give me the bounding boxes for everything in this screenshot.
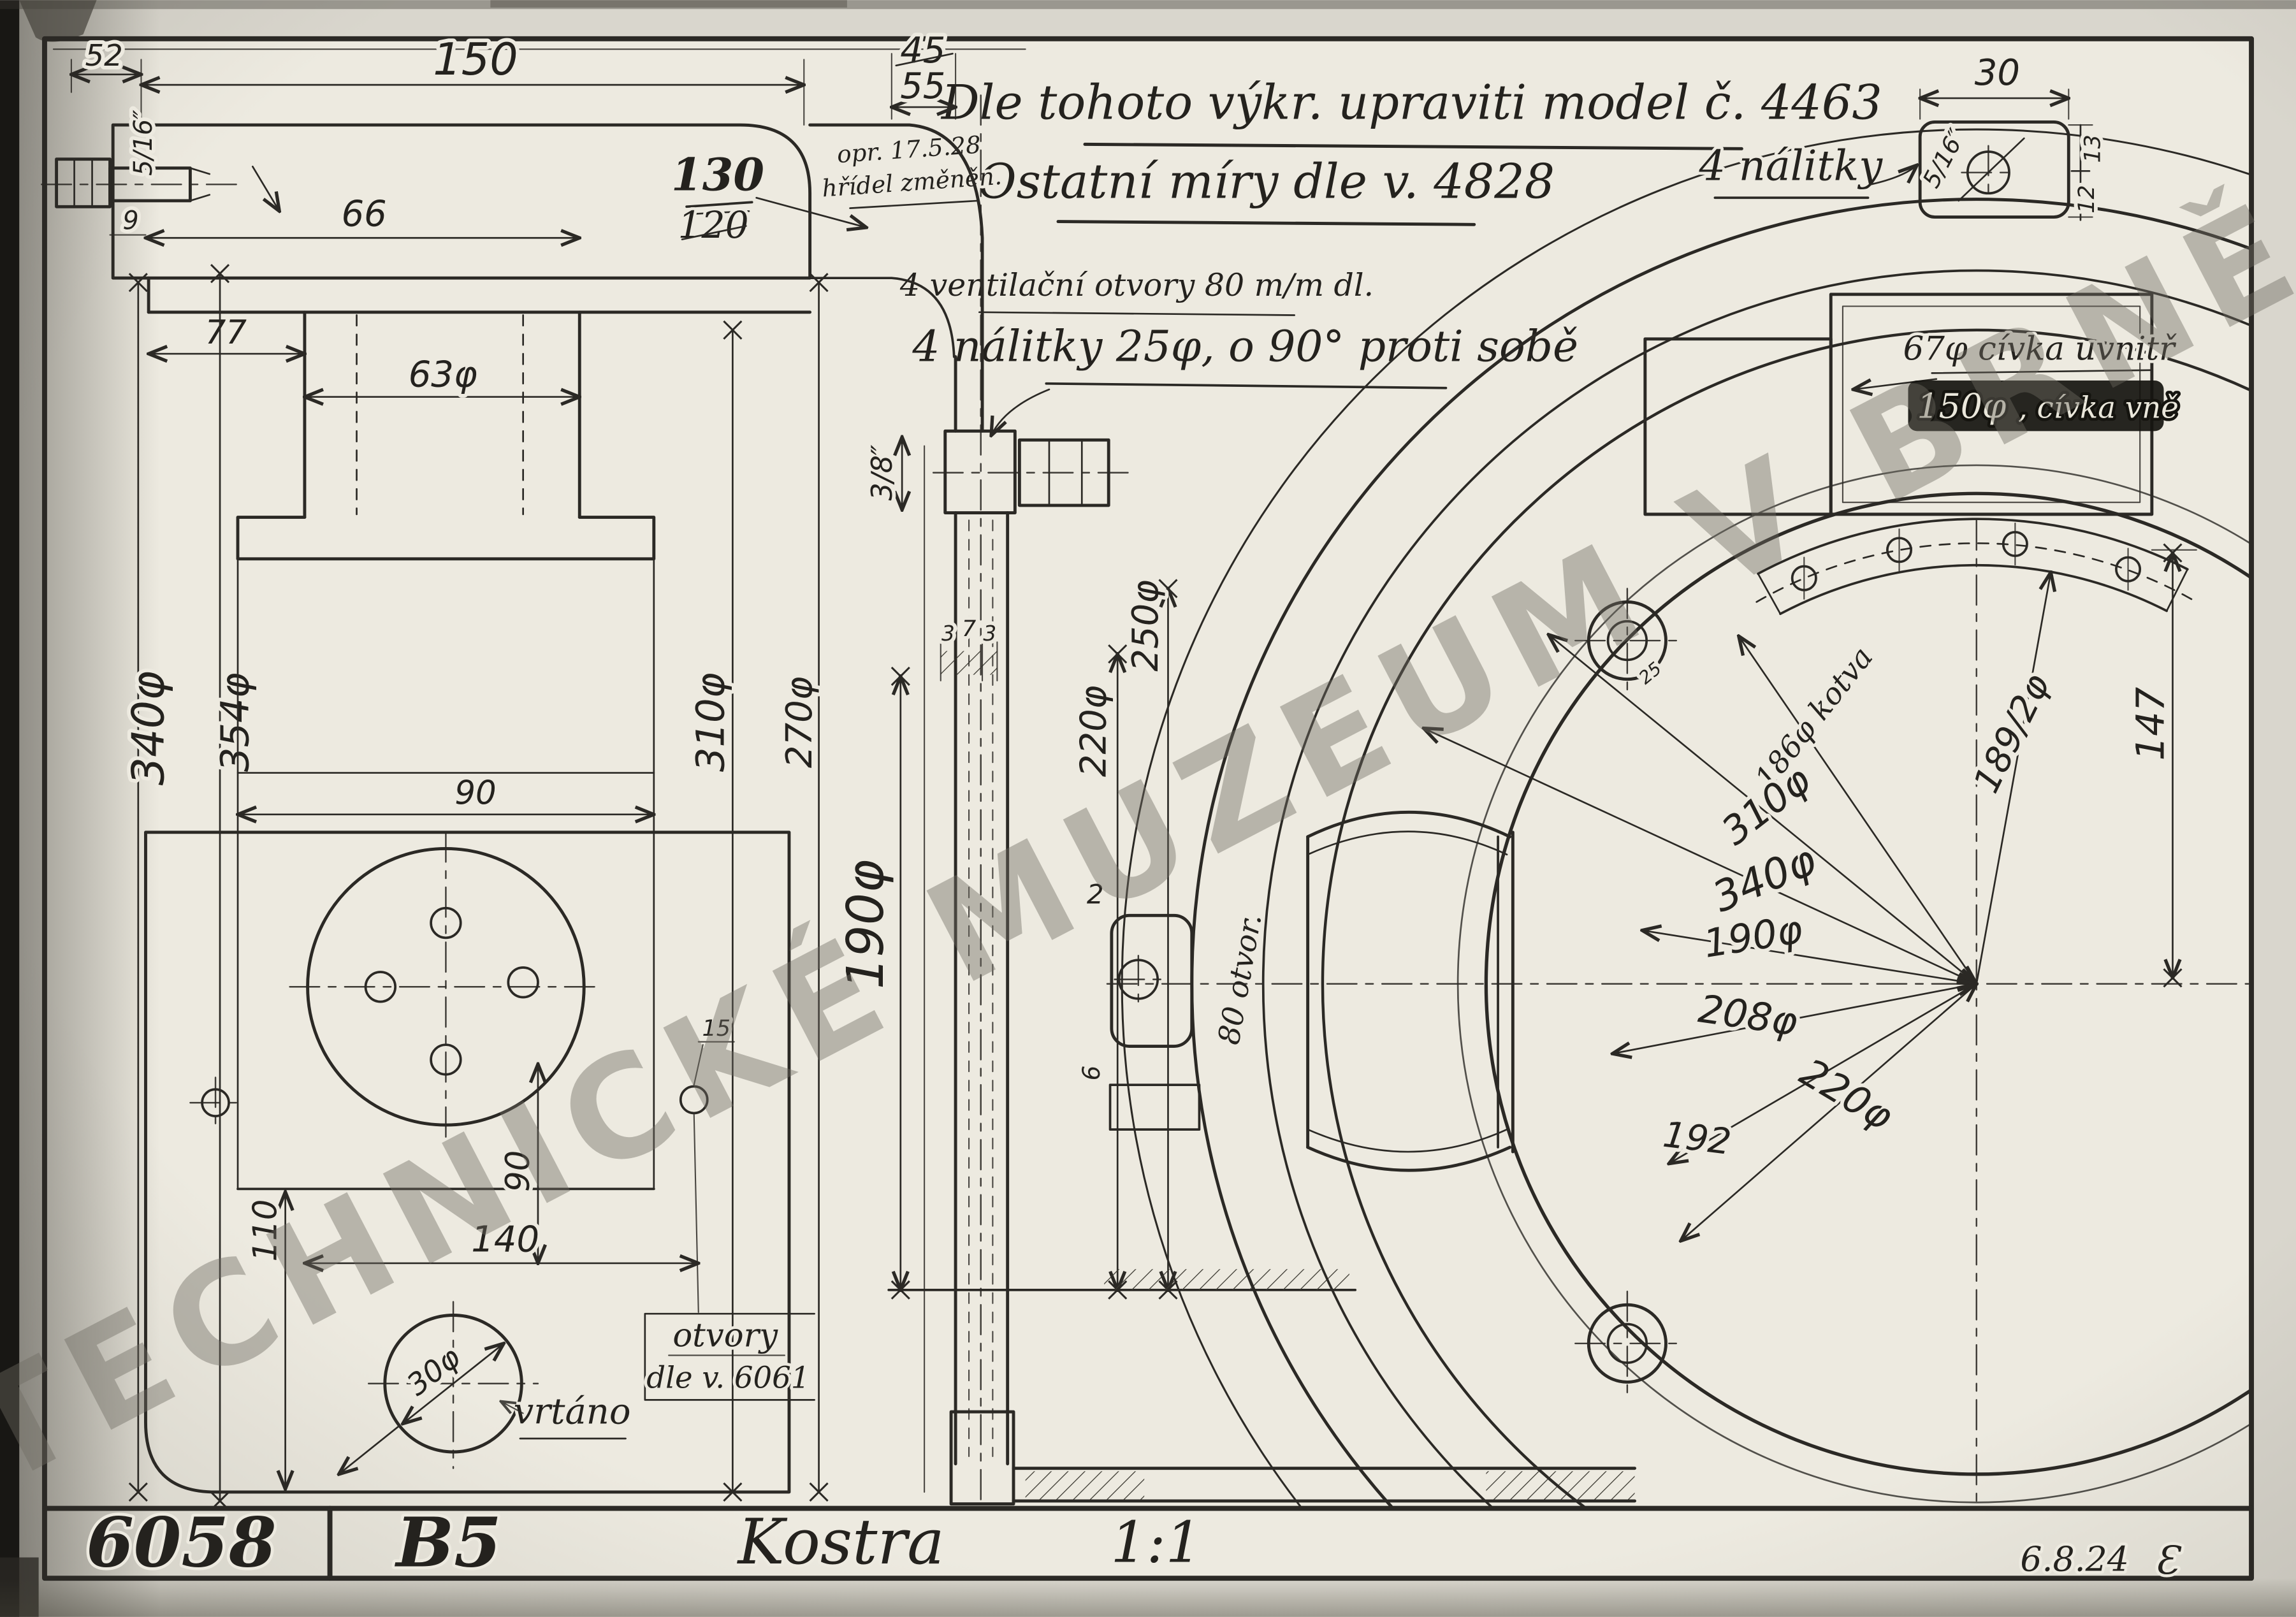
- note-holes-1: otvory: [672, 1316, 778, 1354]
- plan-section-view: 52 150 45 55 130 120 opr. 17.5.28 hřídel…: [41, 26, 1006, 1511]
- bolt-detail-left: [41, 157, 239, 208]
- dim-130: 130: [671, 149, 764, 201]
- drawing-title: Kostra: [736, 1506, 944, 1579]
- dim-250: 250φ: [1125, 580, 1166, 672]
- signature-mark: Ɛ: [2154, 1539, 2182, 1583]
- holes-note-box: otvory dle v. 6061: [644, 1113, 815, 1401]
- bolt-hole-lower: [1574, 1290, 1680, 1396]
- drawing-format: B5: [394, 1503, 501, 1583]
- strike-through-45: [895, 52, 954, 67]
- dim-120-struck: 120: [678, 203, 748, 247]
- dim-45-struck: 45: [900, 30, 945, 71]
- pedestal-profile: [147, 276, 812, 561]
- web-profile: 3 7 3: [924, 445, 1010, 1493]
- dim-63: 63φ: [409, 354, 477, 395]
- dim-90-top: 90: [454, 774, 496, 813]
- border-frame: [41, 36, 2255, 1581]
- note-drilled: vrtáno: [514, 1391, 631, 1433]
- dim-3b: 3: [983, 621, 996, 646]
- dim-140: 140: [471, 1219, 539, 1260]
- dim-190: 190φ: [836, 860, 895, 990]
- dim-5-16-left: 5/16″: [129, 110, 158, 176]
- dim-9: 9: [123, 206, 139, 235]
- note-coil-inner: 67φ cívka uvnitř: [1903, 330, 2177, 368]
- dim-r15: 15: [702, 1016, 730, 1041]
- dim-150: 150: [433, 34, 518, 85]
- dim-147: 147: [2129, 687, 2174, 761]
- dim-7: 7: [962, 616, 976, 642]
- scan-edge-strip: [0, 0, 20, 1617]
- dim-66: 66: [342, 194, 387, 235]
- dim-90-right: 90: [499, 1150, 537, 1192]
- drawing-frame: 6058 B5 Kostra 1:1 6.8.24 Ɛ: [41, 36, 2255, 1586]
- dim-270: 270φ: [779, 676, 820, 768]
- bottom-flange-section: [949, 1410, 1636, 1506]
- note-modify-model: Dle tohoto výkr. upraviti model č. 4463: [940, 75, 1882, 131]
- dim-77: 77: [205, 314, 247, 352]
- vertical-dimension-lines: 340φ 354φ 310φ 270φ: [119, 263, 829, 1511]
- drawing-number: 6058: [86, 1503, 276, 1583]
- mount-hole-right: [679, 1085, 709, 1115]
- bosses-leader-line: [991, 388, 1050, 435]
- dim-110: 110: [247, 1200, 285, 1262]
- section-hatch-strip: [1104, 1269, 1349, 1290]
- dim-3a: 3: [941, 621, 955, 646]
- dim-354: 354φ: [213, 672, 258, 772]
- drawing-scale: 1:1: [1111, 1510, 1202, 1576]
- note-4-bosses: 4 nálitky: [1699, 141, 1884, 190]
- scan-dark-patch: [1908, 381, 2164, 431]
- hatched-flange-section: [111, 123, 812, 280]
- note-coil-outer: , cívka vně: [2018, 390, 2179, 424]
- boss-bolt-detail: 3/8″: [862, 429, 1133, 515]
- scan-corner-blob: [19, 0, 97, 42]
- dim-6: 6: [1077, 1066, 1105, 1081]
- dim-192: 192: [1660, 1114, 1733, 1164]
- dim-3-8: 3/8″: [866, 444, 899, 500]
- dim-310: 310φ: [688, 672, 733, 772]
- note-coil-outer-dia: 150φ: [1917, 386, 2006, 426]
- dim-12: 12: [2074, 185, 2100, 214]
- note-holes-2: dle v. 6061: [646, 1361, 810, 1395]
- strike-through-120: [681, 225, 747, 240]
- header-notes: Dle tohoto výkr. upraviti model č. 4463 …: [896, 72, 1885, 436]
- dim-55: 55: [900, 66, 945, 107]
- dim-13: 13: [2080, 134, 2105, 163]
- dim-340: 340φ: [122, 671, 174, 786]
- flange-front-view: 15 90 90 110 140: [144, 558, 791, 1494]
- drawing-date: 6.8.24: [2020, 1539, 2129, 1579]
- front-boss-detail: 2 6: [1073, 875, 1201, 1131]
- coil-section: 67φ cívka uvnitř 150φ , cívka vně: [1643, 293, 2181, 516]
- note-other-dims: Ostatní míry dle v. 4828: [978, 154, 1555, 209]
- dim-220: 220φ: [1073, 685, 1115, 777]
- dim-2: 2: [1087, 879, 1104, 910]
- note-bosses: 4 nálitky 25φ, o 90° proti sobě: [912, 321, 1578, 372]
- note-vent-holes: 4 ventilační otvory 80 m/m dl.: [899, 267, 1374, 303]
- dim-52: 52: [85, 38, 123, 73]
- dim-30-top: 30: [1975, 52, 2020, 94]
